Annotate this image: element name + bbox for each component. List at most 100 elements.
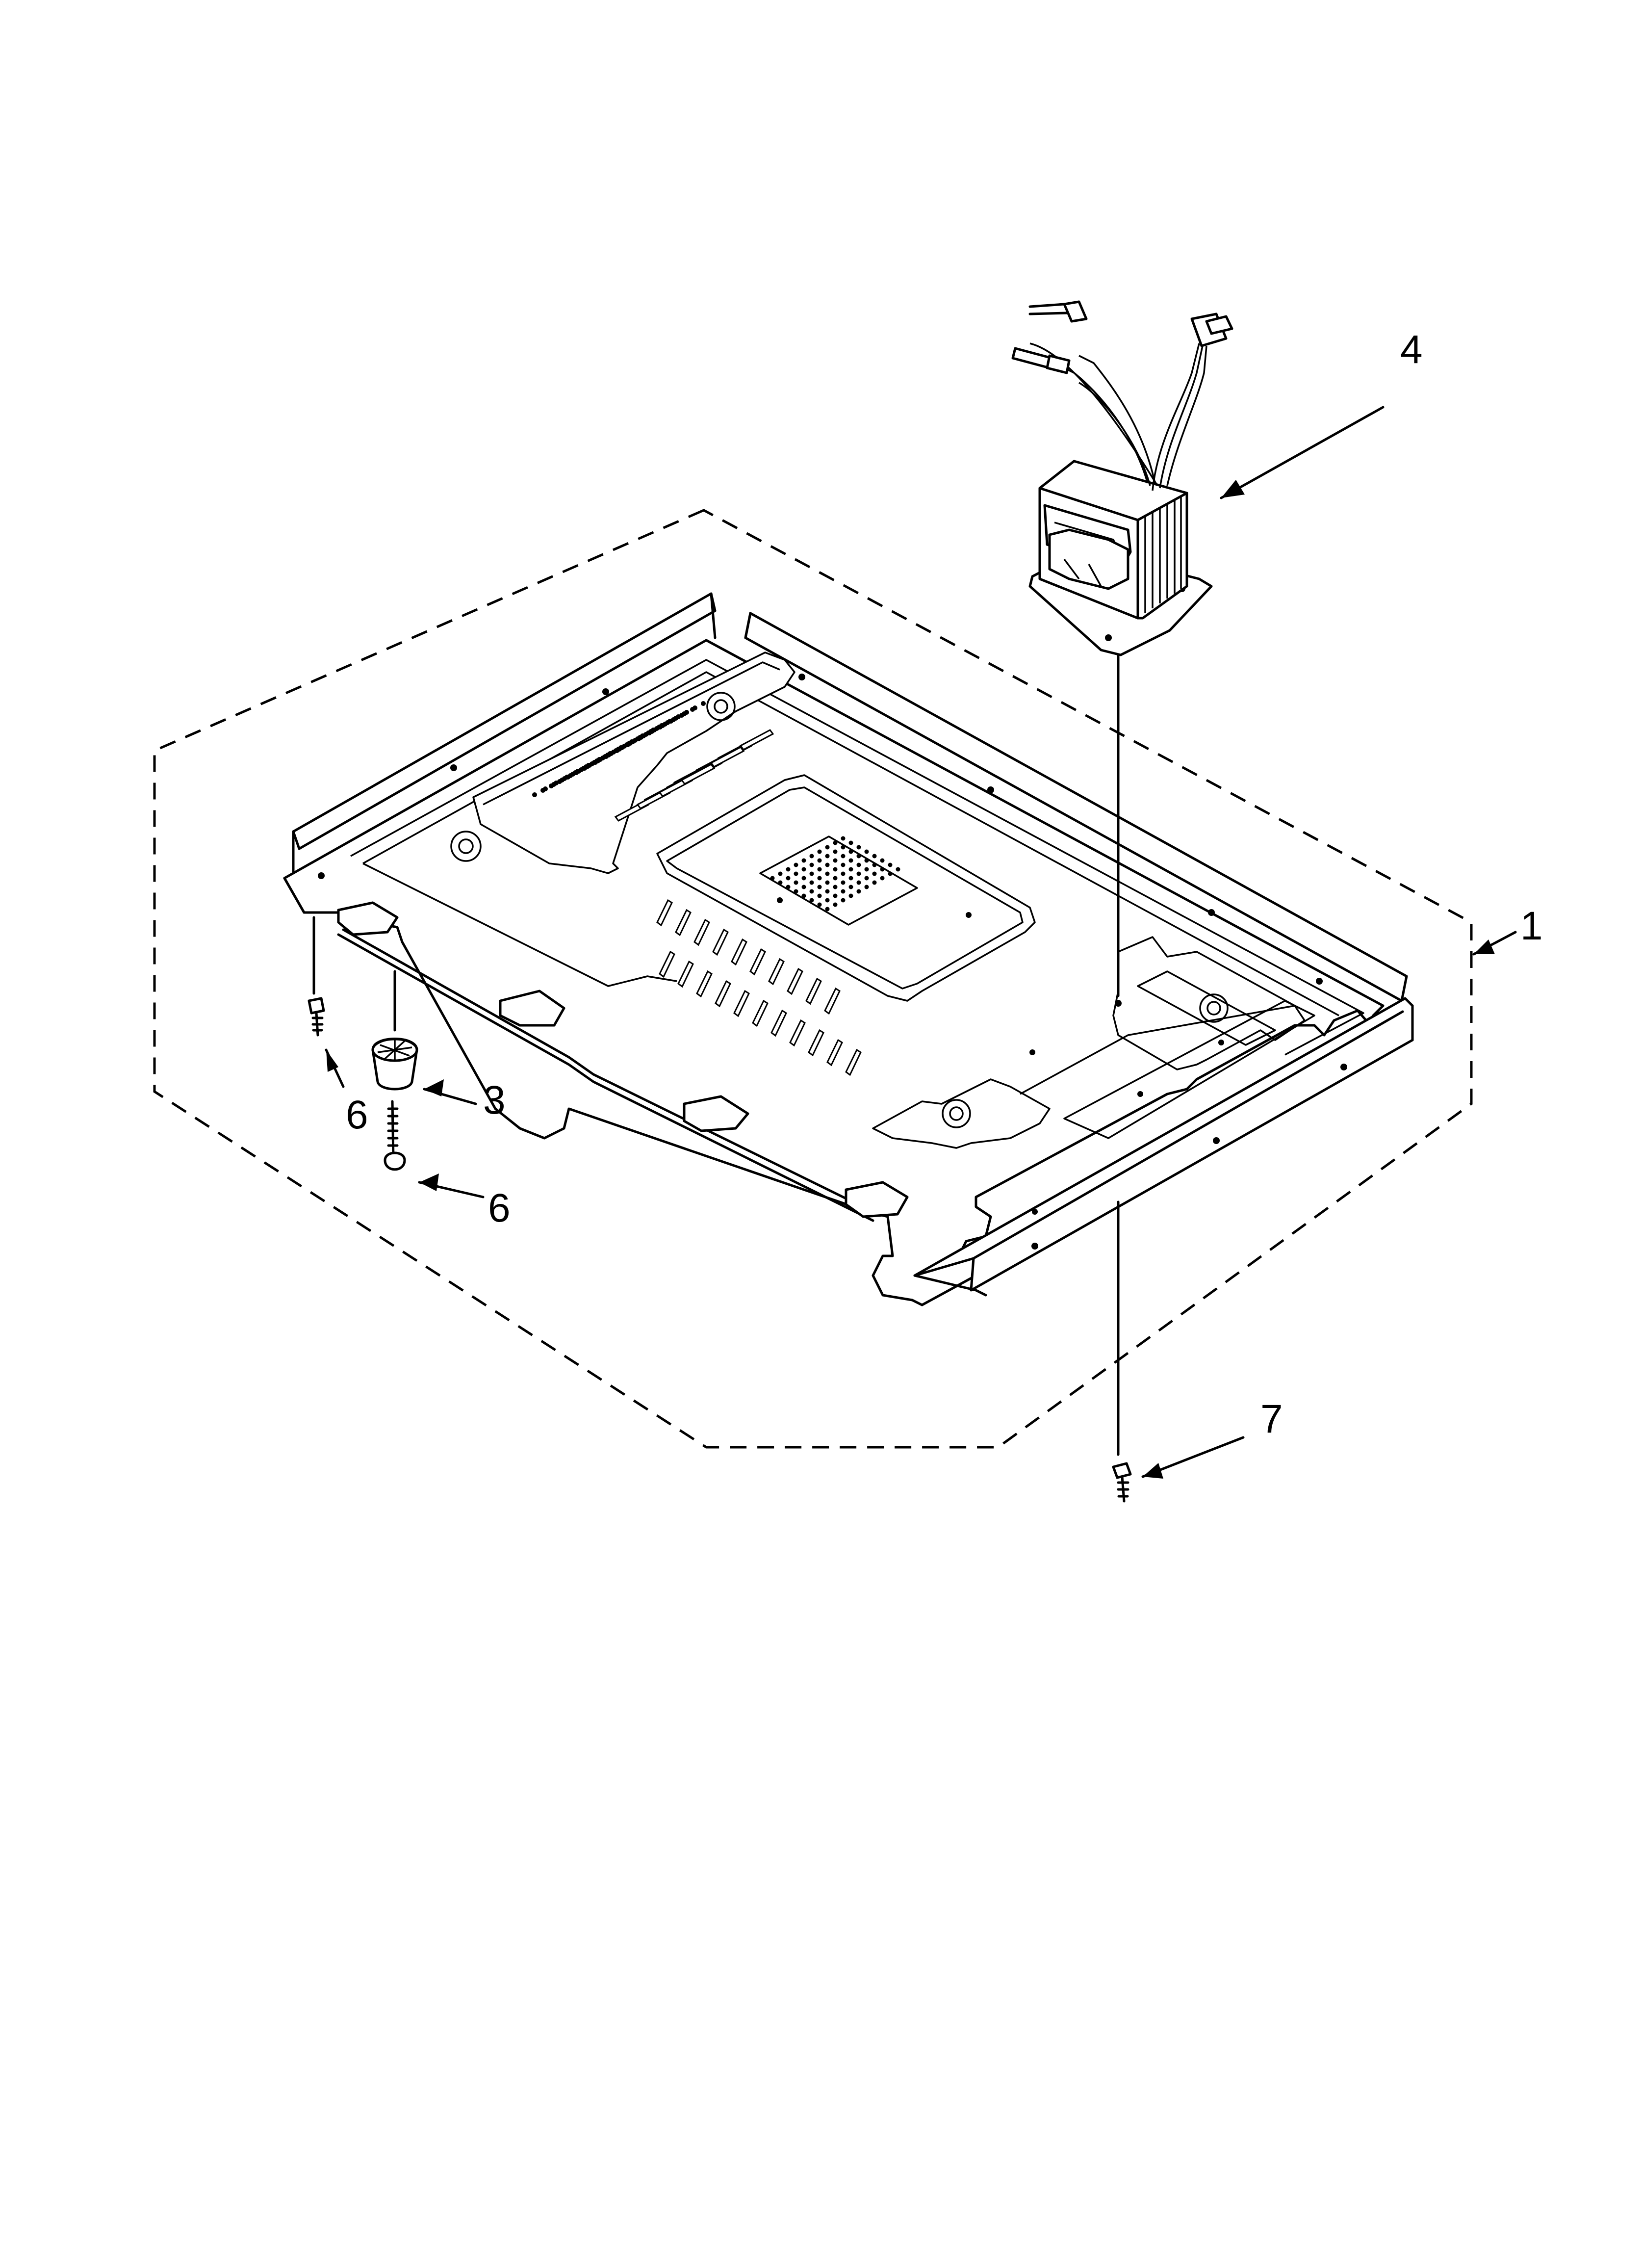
perforation-hole	[833, 876, 838, 881]
louver-slot	[712, 928, 729, 956]
perforation-hole	[864, 849, 869, 854]
perforation-hole	[809, 862, 814, 867]
perforation-hole	[636, 736, 641, 741]
perforation-hole	[825, 862, 830, 867]
callout-part-6b[interactable]: 6	[418, 1173, 511, 1230]
perforation-hole	[540, 788, 545, 793]
perforation-hole	[817, 885, 822, 889]
louver-slot	[752, 999, 769, 1027]
perforation-hole	[896, 867, 900, 872]
perforation-hole	[593, 760, 598, 765]
perforation-hole	[872, 880, 877, 885]
perforation-hole	[841, 845, 846, 850]
perforation-hole	[809, 889, 814, 894]
leader-arrow	[1220, 406, 1385, 499]
vent-perforations	[770, 836, 900, 912]
arrowhead	[419, 1173, 439, 1191]
perforation-hole	[880, 858, 885, 863]
perforation-hole	[833, 840, 838, 845]
perforation-hole	[825, 845, 830, 850]
perforation-hole	[833, 858, 838, 863]
louver-slot	[659, 950, 675, 978]
louver-slot	[693, 918, 710, 946]
perforation-hole	[809, 898, 814, 903]
perforation-hole	[690, 707, 695, 712]
arrowhead	[424, 1079, 444, 1096]
perforation-hole	[658, 725, 663, 730]
perforation-hole	[841, 889, 846, 894]
perforation-hole	[825, 889, 830, 894]
louver-slot	[845, 1048, 862, 1076]
perforation-hole	[864, 867, 869, 872]
perforation-hole	[872, 871, 877, 876]
callout-part-1[interactable]: 1	[1472, 904, 1543, 956]
perforation-hole	[864, 885, 869, 889]
louver-slot	[826, 1039, 843, 1067]
perforation-hole	[786, 876, 791, 881]
screw	[384, 1100, 406, 1171]
perforation-hole	[848, 840, 853, 845]
perforation-hole	[794, 889, 798, 894]
perforation-hole	[817, 893, 822, 898]
perforation-hole	[801, 858, 806, 863]
callout-part-7[interactable]: 7	[1141, 1397, 1283, 1479]
arrowhead	[326, 1050, 338, 1072]
louver-slot	[675, 909, 692, 937]
perforation-hole	[557, 779, 562, 784]
callout-part-4[interactable]: 4	[1220, 327, 1423, 499]
callout-label: 6	[346, 1093, 368, 1137]
vent-slot	[710, 746, 745, 768]
louver-slot	[808, 1029, 824, 1057]
perforation-hole	[872, 854, 877, 859]
perforation-hole	[880, 876, 885, 881]
perforation-hole	[701, 701, 706, 706]
perforation-hole	[848, 867, 853, 872]
perforation-hole	[841, 836, 846, 841]
perforation-hole	[841, 862, 846, 867]
perforation-hole	[841, 871, 846, 876]
perforation-hole	[825, 871, 830, 876]
callout-part-6a[interactable]: 6	[325, 1048, 368, 1137]
perforation-hole	[778, 880, 783, 885]
perforation-hole	[786, 867, 791, 872]
base-plate	[283, 592, 1414, 1306]
perforation-hole	[615, 748, 619, 753]
louver-slot	[731, 938, 747, 966]
louver-slot	[656, 899, 673, 927]
vent-perforations	[532, 701, 706, 797]
perforation-hole	[856, 889, 861, 894]
perforation-hole	[549, 783, 554, 788]
slot-vents	[614, 729, 774, 822]
perforation-hole	[809, 880, 814, 885]
perforation-hole	[794, 862, 798, 867]
screw	[308, 997, 325, 1037]
mount-boss	[450, 831, 482, 862]
perforation-hole	[582, 766, 587, 771]
perforation-hole	[841, 854, 846, 859]
perforation-hole	[825, 898, 830, 903]
perforation-hole	[668, 719, 673, 724]
louver-slot	[787, 967, 803, 995]
perforation-hole	[833, 893, 838, 898]
assembly-boundary	[153, 509, 1473, 1449]
perforation-hole	[848, 849, 853, 854]
screw	[1112, 1462, 1132, 1503]
perforation-hole	[574, 770, 579, 775]
perforation-hole	[833, 902, 838, 907]
perforation-hole	[888, 871, 893, 876]
mount-boss	[706, 692, 736, 721]
perforation-hole	[888, 862, 893, 867]
perforation-hole	[856, 871, 861, 876]
perforation-hole	[794, 871, 798, 876]
perforation-hole	[841, 880, 846, 885]
louver-slot	[733, 990, 750, 1017]
callout-label: 6	[488, 1186, 511, 1230]
callout-part-3[interactable]: 3	[423, 1078, 506, 1122]
perforation-hole	[565, 775, 570, 780]
perforation-hole	[841, 898, 846, 903]
perforation-hole	[864, 876, 869, 881]
perforation-hole	[872, 862, 877, 867]
perforation-hole	[856, 845, 861, 850]
vent-slot	[680, 763, 716, 785]
